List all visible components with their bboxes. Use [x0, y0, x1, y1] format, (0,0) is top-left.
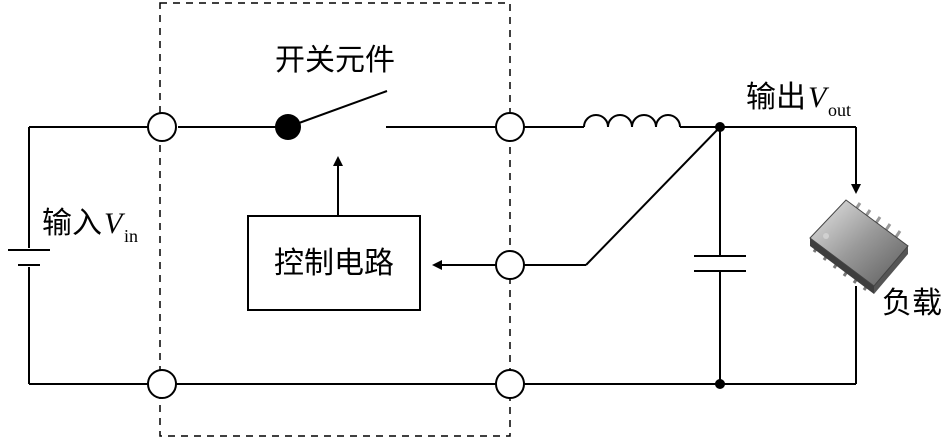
load-chip-icon — [809, 199, 909, 294]
converter-boundary — [159, 2, 511, 437]
control-circuit-box — [247, 215, 421, 311]
switch-element-label: 开关元件 — [275, 43, 395, 78]
load-label: 负载 — [882, 286, 942, 321]
terminal-top-left — [147, 112, 177, 142]
control-circuit-label: 控制电路 — [274, 246, 394, 281]
terminal-bottom-right — [495, 369, 525, 399]
svg-text:out: out — [828, 100, 851, 120]
svg-text:输入: 输入 — [42, 206, 102, 241]
battery-symbol — [8, 127, 50, 384]
terminal-top-right — [495, 112, 525, 142]
capacitor-symbol — [694, 127, 746, 384]
svg-text:输出: 输出 — [746, 80, 806, 115]
switch-blade — [287, 90, 388, 128]
output-label: 输出 V out — [746, 80, 851, 120]
terminal-feedback — [495, 250, 525, 280]
svg-text:V: V — [808, 81, 830, 114]
input-label: 输入 V in — [42, 206, 138, 246]
svg-text:V: V — [104, 207, 126, 240]
terminal-bottom-left — [147, 369, 177, 399]
svg-text:in: in — [124, 226, 138, 246]
inductor-symbol — [583, 114, 681, 128]
feedback-diagonal — [585, 126, 721, 266]
